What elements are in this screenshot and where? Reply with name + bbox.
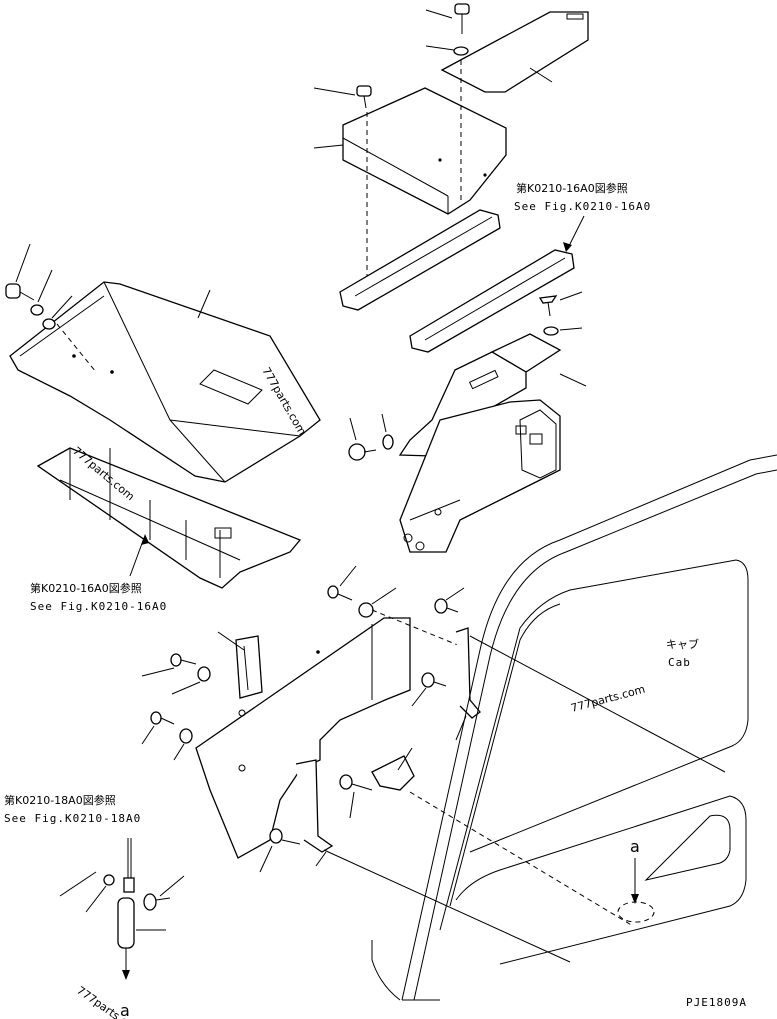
reference-arrow	[567, 215, 585, 249]
assembly-line	[323, 849, 571, 963]
leader-line	[411, 687, 427, 707]
arrow-head	[141, 534, 149, 545]
bolt-center	[348, 434, 394, 461]
leader-line	[217, 631, 245, 651]
leader-line	[425, 45, 455, 51]
leader-line	[559, 327, 583, 331]
bolt-left	[5, 283, 56, 330]
bracket-clip-right	[371, 755, 415, 791]
leader-line	[425, 9, 453, 19]
leader-line	[141, 725, 155, 745]
bolt-row-6	[339, 774, 373, 791]
bolt-row-5	[421, 672, 447, 688]
hood-cover	[9, 281, 321, 483]
upper-bracket-plate	[342, 87, 507, 215]
marker-a-bottom: a	[120, 1001, 130, 1019]
reference-en-top: See Fig.K0210-16A0	[514, 200, 651, 213]
leader-line	[141, 667, 175, 677]
bolt-top-2	[356, 85, 372, 109]
assembly-line	[56, 323, 97, 373]
screw-right	[538, 295, 559, 336]
leader-line	[529, 67, 553, 83]
leader-line	[159, 875, 185, 897]
arrow-head	[563, 242, 572, 252]
leader-line	[313, 87, 356, 96]
switch-assembly	[103, 838, 171, 980]
leader-line	[51, 295, 73, 319]
leader-line	[315, 851, 327, 867]
leader-line	[381, 413, 387, 433]
leader-line	[559, 291, 583, 301]
rail-2	[409, 249, 575, 353]
bolt-top-1	[453, 3, 470, 56]
watermark: 777parts.com	[74, 984, 144, 1019]
marker-a-cab: a	[630, 837, 640, 856]
leader-line	[173, 743, 185, 761]
leader-line	[15, 243, 31, 283]
reference-en-mid: See Fig.K0210-16A0	[30, 600, 167, 613]
bolt-row-3	[327, 585, 374, 618]
leader-line	[85, 885, 107, 913]
cab-outline	[371, 454, 777, 1001]
bracket-vertical-2	[295, 759, 334, 853]
leader-line	[445, 587, 465, 601]
frame-support	[36, 447, 302, 589]
bracket-vertical-1	[455, 627, 481, 719]
reference-en-lower: See Fig.K0210-18A0	[4, 812, 141, 825]
leader-line	[197, 289, 211, 319]
cab-label-en: Cab	[668, 656, 691, 669]
clip-plate-left	[235, 635, 263, 699]
leader-line	[371, 587, 397, 605]
leader-line	[349, 417, 357, 441]
assembly-line	[469, 635, 726, 773]
rail-1	[339, 209, 501, 311]
bolt-row-2	[150, 711, 193, 744]
leader-line	[171, 681, 201, 695]
mounting-bracket-assembly	[398, 333, 562, 553]
bolt-row-7	[269, 828, 301, 845]
leader-line	[397, 747, 413, 771]
drawing-code: PJE1809A	[686, 996, 747, 1009]
leader-line	[339, 565, 357, 587]
arrow-head	[631, 894, 639, 904]
bolt-row-1	[170, 653, 211, 682]
floor-plate	[195, 617, 411, 859]
leader-line	[349, 791, 355, 819]
cab-label-jp: キャブ	[666, 637, 699, 651]
leader-line	[313, 144, 344, 149]
assembly-line	[409, 791, 634, 927]
leader-line	[259, 845, 273, 873]
top-cover-plate	[440, 11, 589, 93]
reference-jp-lower: 第K0210-18A0図参照	[4, 793, 116, 807]
leader-line	[37, 269, 53, 303]
reference-jp-top: 第K0210-16A0図参照	[516, 181, 628, 195]
reference-jp-mid: 第K0210-16A0図参照	[30, 581, 142, 595]
leader-line	[59, 871, 97, 897]
bolt-row-4	[434, 598, 459, 614]
leader-line	[559, 373, 587, 387]
